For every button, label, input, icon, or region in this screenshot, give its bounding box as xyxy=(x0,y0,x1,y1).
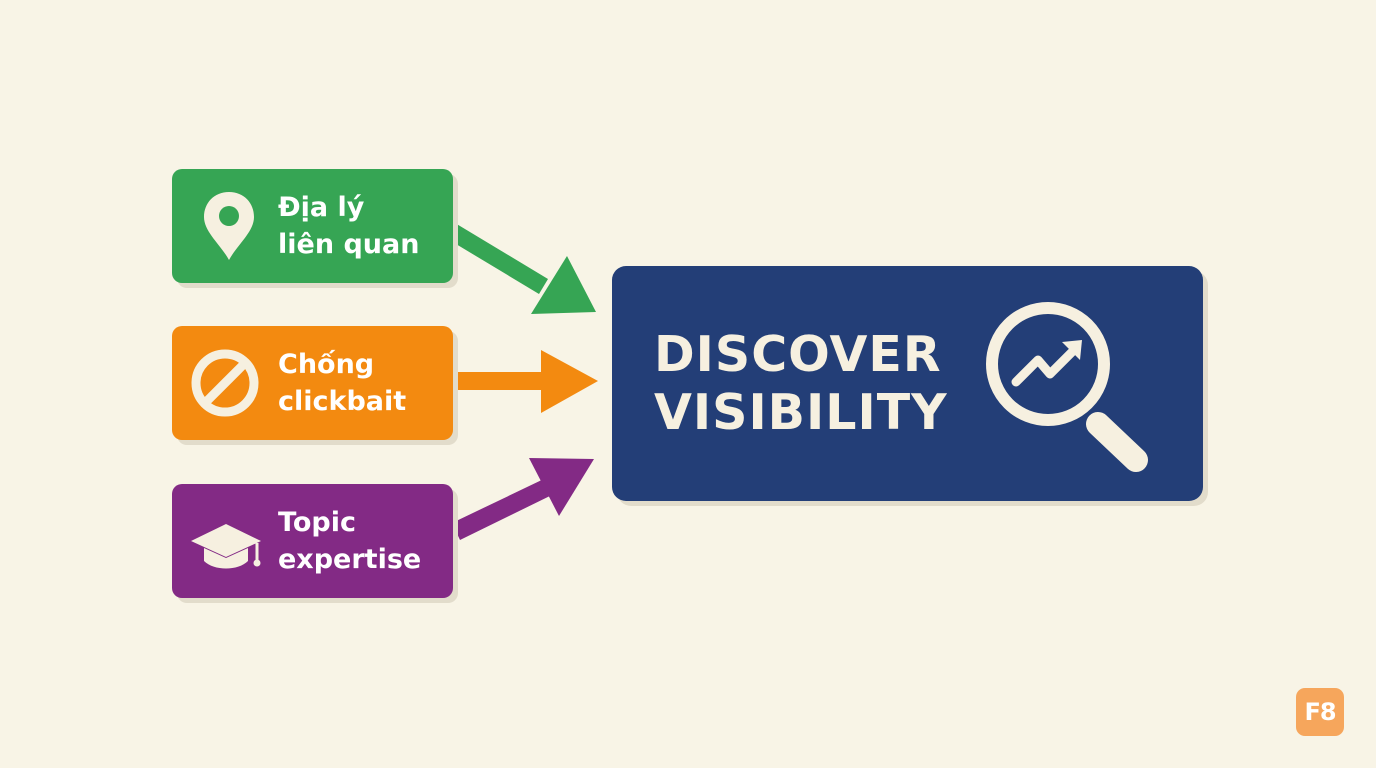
title-line: DISCOVER xyxy=(654,325,942,383)
prohibited-icon xyxy=(191,349,259,417)
label-line: expertise xyxy=(278,544,422,575)
graduation-cap-icon xyxy=(191,524,261,569)
arrow-geo xyxy=(446,223,596,314)
input-label-clickbait: Chống clickbait xyxy=(278,346,406,420)
input-card-geo: Địa lý liên quan xyxy=(172,169,453,283)
input-label-geo: Địa lý liên quan xyxy=(278,189,419,263)
magnifier-trend-icon xyxy=(986,302,1148,472)
label-line: Chống xyxy=(278,349,375,380)
input-card-clickbait: Chống clickbait xyxy=(172,326,453,440)
label-line: Địa lý xyxy=(278,192,365,223)
location-pin-icon xyxy=(204,192,254,260)
arrow-clickbait xyxy=(453,350,598,413)
input-label-topic: Topic expertise xyxy=(278,504,421,578)
arrow-topic xyxy=(452,458,594,540)
input-card-topic: Topic expertise xyxy=(172,484,453,598)
discover-visibility-box: DISCOVER VISIBILITY xyxy=(612,266,1203,501)
label-line: Topic xyxy=(278,507,356,538)
label-line: liên quan xyxy=(278,229,420,260)
target-title: DISCOVER VISIBILITY xyxy=(654,326,948,442)
title-line: VISIBILITY xyxy=(654,383,948,441)
f8-logo: F8 xyxy=(1296,688,1344,736)
label-line: clickbait xyxy=(278,386,407,417)
